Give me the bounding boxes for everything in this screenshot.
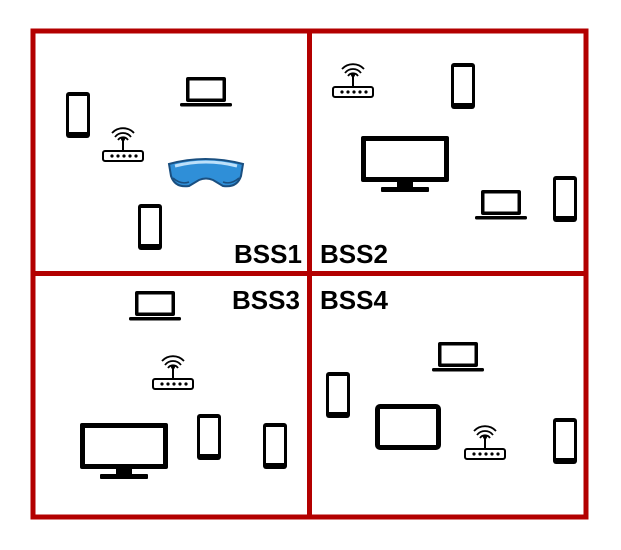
- bss3-label: BSS3: [232, 285, 300, 315]
- laptop-icon: [475, 190, 527, 220]
- bss4-label: BSS4: [320, 285, 388, 315]
- router-icon: [332, 63, 374, 98]
- phone-icon: [553, 418, 577, 464]
- bss1-label: BSS1: [234, 239, 302, 269]
- laptop-icon: [180, 77, 232, 107]
- monitor-icon: [361, 136, 449, 192]
- bss1-cell: BSS1: [66, 77, 302, 269]
- bss2-label: BSS2: [320, 239, 388, 269]
- phone-icon: [138, 204, 162, 250]
- phone-icon: [553, 176, 577, 222]
- monitor-icon: [80, 423, 168, 479]
- phone-icon: [451, 63, 475, 109]
- laptop-icon: [129, 291, 181, 321]
- phone-icon: [326, 372, 350, 418]
- bss2-cell: BSS2: [320, 63, 577, 269]
- router-icon: [102, 127, 144, 162]
- phone-icon: [263, 423, 287, 469]
- tablet-icon: [375, 404, 441, 450]
- laptop-icon: [432, 342, 484, 372]
- router-icon: [152, 355, 194, 390]
- bss3-cell: BSS3: [80, 285, 300, 479]
- vr-headset-icon: [167, 158, 245, 188]
- router-icon: [464, 425, 506, 460]
- phone-icon: [197, 414, 221, 460]
- bss4-cell: BSS4: [320, 285, 577, 464]
- phone-icon: [66, 92, 90, 138]
